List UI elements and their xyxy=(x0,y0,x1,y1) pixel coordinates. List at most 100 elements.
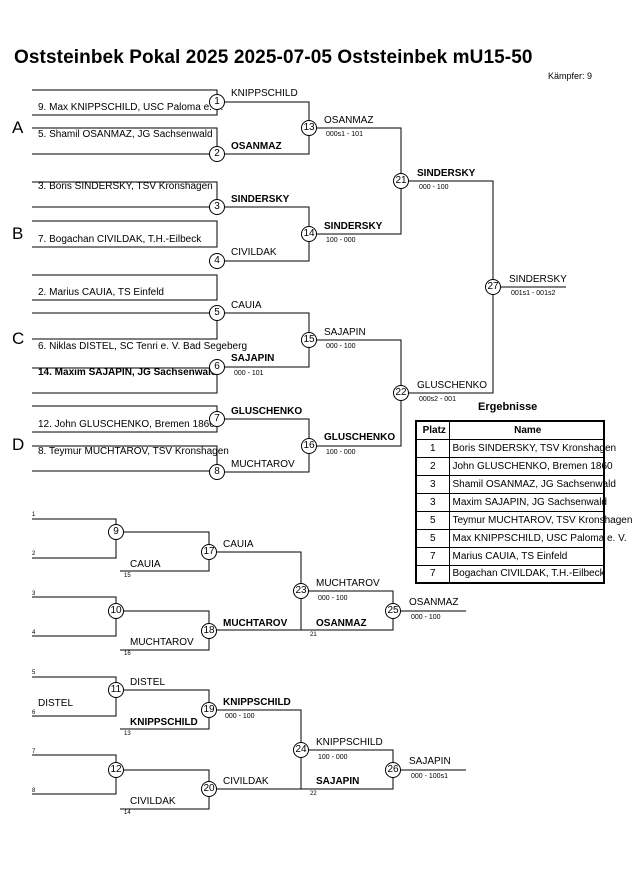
score-fight-22: 000s2 - 001 xyxy=(419,396,456,403)
results-header-row: Platz Name xyxy=(415,420,605,440)
fight-number-19: 19 xyxy=(201,702,217,718)
rep-slot-16: 16 xyxy=(124,651,131,657)
rep-slot-1: 1 xyxy=(32,512,36,518)
entry-cauia: 2. Marius CAUIA, TS Einfeld xyxy=(38,287,164,298)
score-fight-16: 100 - 000 xyxy=(326,449,356,456)
fight-number-14: 14 xyxy=(301,226,317,242)
results-platz: 5 xyxy=(415,528,450,548)
fight-number-24: 24 xyxy=(293,742,309,758)
results-name: Bogachan CIVILDAK, T.H.-Eilbeck xyxy=(448,564,605,584)
fight-number-17: 17 xyxy=(201,544,217,560)
results-name: Max KNIPPSCHILD, USC Paloma e. V. xyxy=(448,528,627,548)
fight-number-4: 4 xyxy=(209,253,225,269)
pool-label-c: C xyxy=(12,329,25,348)
results-header-name: Name xyxy=(448,420,605,440)
results-platz: 7 xyxy=(415,564,450,584)
winner-fight-14: SINDERSKY xyxy=(324,221,383,232)
results-platz: 2 xyxy=(415,456,450,476)
pool-label-b: B xyxy=(12,224,24,243)
entry-muchtarov: 8. Teymur MUCHTAROV, TSV Kronshagen xyxy=(38,446,229,457)
winner-fight-18: MUCHTAROV xyxy=(223,618,288,629)
entry-sindersky: 3. Boris SINDERSKY, TSV Kronshagen xyxy=(38,181,213,192)
entry-distel: 6. Niklas DISTEL, SC Tenri e. V. Bad Seg… xyxy=(38,341,247,352)
fight-number-16: 16 xyxy=(301,438,317,454)
winner-fight-3: SINDERSKY xyxy=(231,194,290,205)
winner-fight-15: SAJAPIN xyxy=(324,327,366,338)
fight-number-3: 3 xyxy=(209,199,225,215)
entry-osanmaz: 5. Shamil OSANMAZ, JG Sachsenwald xyxy=(38,129,213,140)
fight-number-7: 7 xyxy=(209,411,225,427)
score-fight-25: 000 - 100 xyxy=(411,614,441,621)
fight-number-25: 25 xyxy=(385,603,401,619)
fight-number-1: 1 xyxy=(209,94,225,110)
winner-fight-13: OSANMAZ xyxy=(324,115,374,126)
pool-label-a: A xyxy=(12,118,24,137)
rep-slot-6: 6 xyxy=(32,710,36,716)
pool-label-d: D xyxy=(12,435,25,454)
winner-fight-26: SAJAPIN xyxy=(409,756,451,767)
rep-slot-13: 13 xyxy=(124,731,131,737)
fight-number-6: 6 xyxy=(209,359,225,375)
results-name: Boris SINDERSKY, TSV Kronshagen xyxy=(448,438,616,458)
winner-fight-7: GLUSCHENKO xyxy=(231,406,303,417)
fight-number-23: 23 xyxy=(293,583,309,599)
results-title: Ergebnisse xyxy=(478,401,538,413)
score-fight-15: 000 - 100 xyxy=(326,343,356,350)
entry-civildak: 7. Bogachan CIVILDAK, T.H.-Eilbeck xyxy=(38,234,202,245)
rep-slot-4: 4 xyxy=(32,630,36,636)
rep-loser-sajapin: SAJAPIN xyxy=(316,776,360,787)
fight-number-2: 2 xyxy=(209,146,225,162)
fight-number-11: 11 xyxy=(108,682,124,698)
winner-fight-21: SINDERSKY xyxy=(417,168,476,179)
winner-fight-1: KNIPPSCHILD xyxy=(231,88,298,99)
winner-fight-22: GLUSCHENKO xyxy=(417,380,488,391)
winner-fight-2: OSANMAZ xyxy=(231,141,282,152)
entry-gluschenko: 12. John GLUSCHENKO, Bremen 1860 xyxy=(38,419,215,430)
fight-number-9: 9 xyxy=(108,524,124,540)
winner-fight-20: CIVILDAK xyxy=(223,776,269,787)
fight-number-26: 26 xyxy=(385,762,401,778)
fight-number-12: 12 xyxy=(108,762,124,778)
fight-number-5: 5 xyxy=(209,305,225,321)
rep-loser-cauia: CAUIA xyxy=(130,559,161,570)
rep-slot-15: 15 xyxy=(124,573,131,579)
score-fight-21: 000 - 100 xyxy=(419,184,449,191)
score-fight-19: 000 - 100 xyxy=(225,713,255,720)
score-fight-6: 000 - 101 xyxy=(234,370,264,377)
fight-number-27: 27 xyxy=(485,279,501,295)
rep-slot-3: 3 xyxy=(32,591,36,597)
rep-loser-civildak: CIVILDAK xyxy=(130,796,176,807)
fight-number-8: 8 xyxy=(209,464,225,480)
winner-fight-27: SINDERSKY xyxy=(509,274,567,285)
winner-fight-6: SAJAPIN xyxy=(231,353,275,364)
winner-fight-16: GLUSCHENKO xyxy=(324,432,396,443)
rep-entry-distel: DISTEL xyxy=(38,698,74,709)
fight-number-22: 22 xyxy=(393,385,409,401)
winner-fight-5: CAUIA xyxy=(231,300,262,311)
fight-number-20: 20 xyxy=(201,781,217,797)
entry-knippschild: 9. Max KNIPPSCHILD, USC Paloma e. V. xyxy=(38,102,224,113)
entry-sajapin: 14. Maxim SAJAPIN, JG Sachsenwald xyxy=(38,367,217,378)
score-fight-27: 001s1 - 001s2 xyxy=(511,290,556,297)
rep-loser-knippschild: KNIPPSCHILD xyxy=(130,717,198,728)
results-name: Marius CAUIA, TS Einfeld xyxy=(448,546,605,566)
winner-fight-11: DISTEL xyxy=(130,677,166,688)
rep-slot-2: 2 xyxy=(32,551,36,557)
results-platz: 3 xyxy=(415,474,450,494)
fight-number-18: 18 xyxy=(201,623,217,639)
results-platz: 1 xyxy=(415,438,450,458)
results-platz: 7 xyxy=(415,546,450,566)
score-fight-23: 000 - 100 xyxy=(318,595,348,602)
rep-slot-22: 22 xyxy=(310,791,317,797)
fighter-count: Kämpfer: 9 xyxy=(548,71,593,81)
winner-fight-8: MUCHTAROV xyxy=(231,459,295,470)
rep-slot-5: 5 xyxy=(32,670,36,676)
score-fight-24: 100 - 000 xyxy=(318,754,348,761)
results-name: Maxim SAJAPIN, JG Sachsenwald xyxy=(448,492,607,512)
